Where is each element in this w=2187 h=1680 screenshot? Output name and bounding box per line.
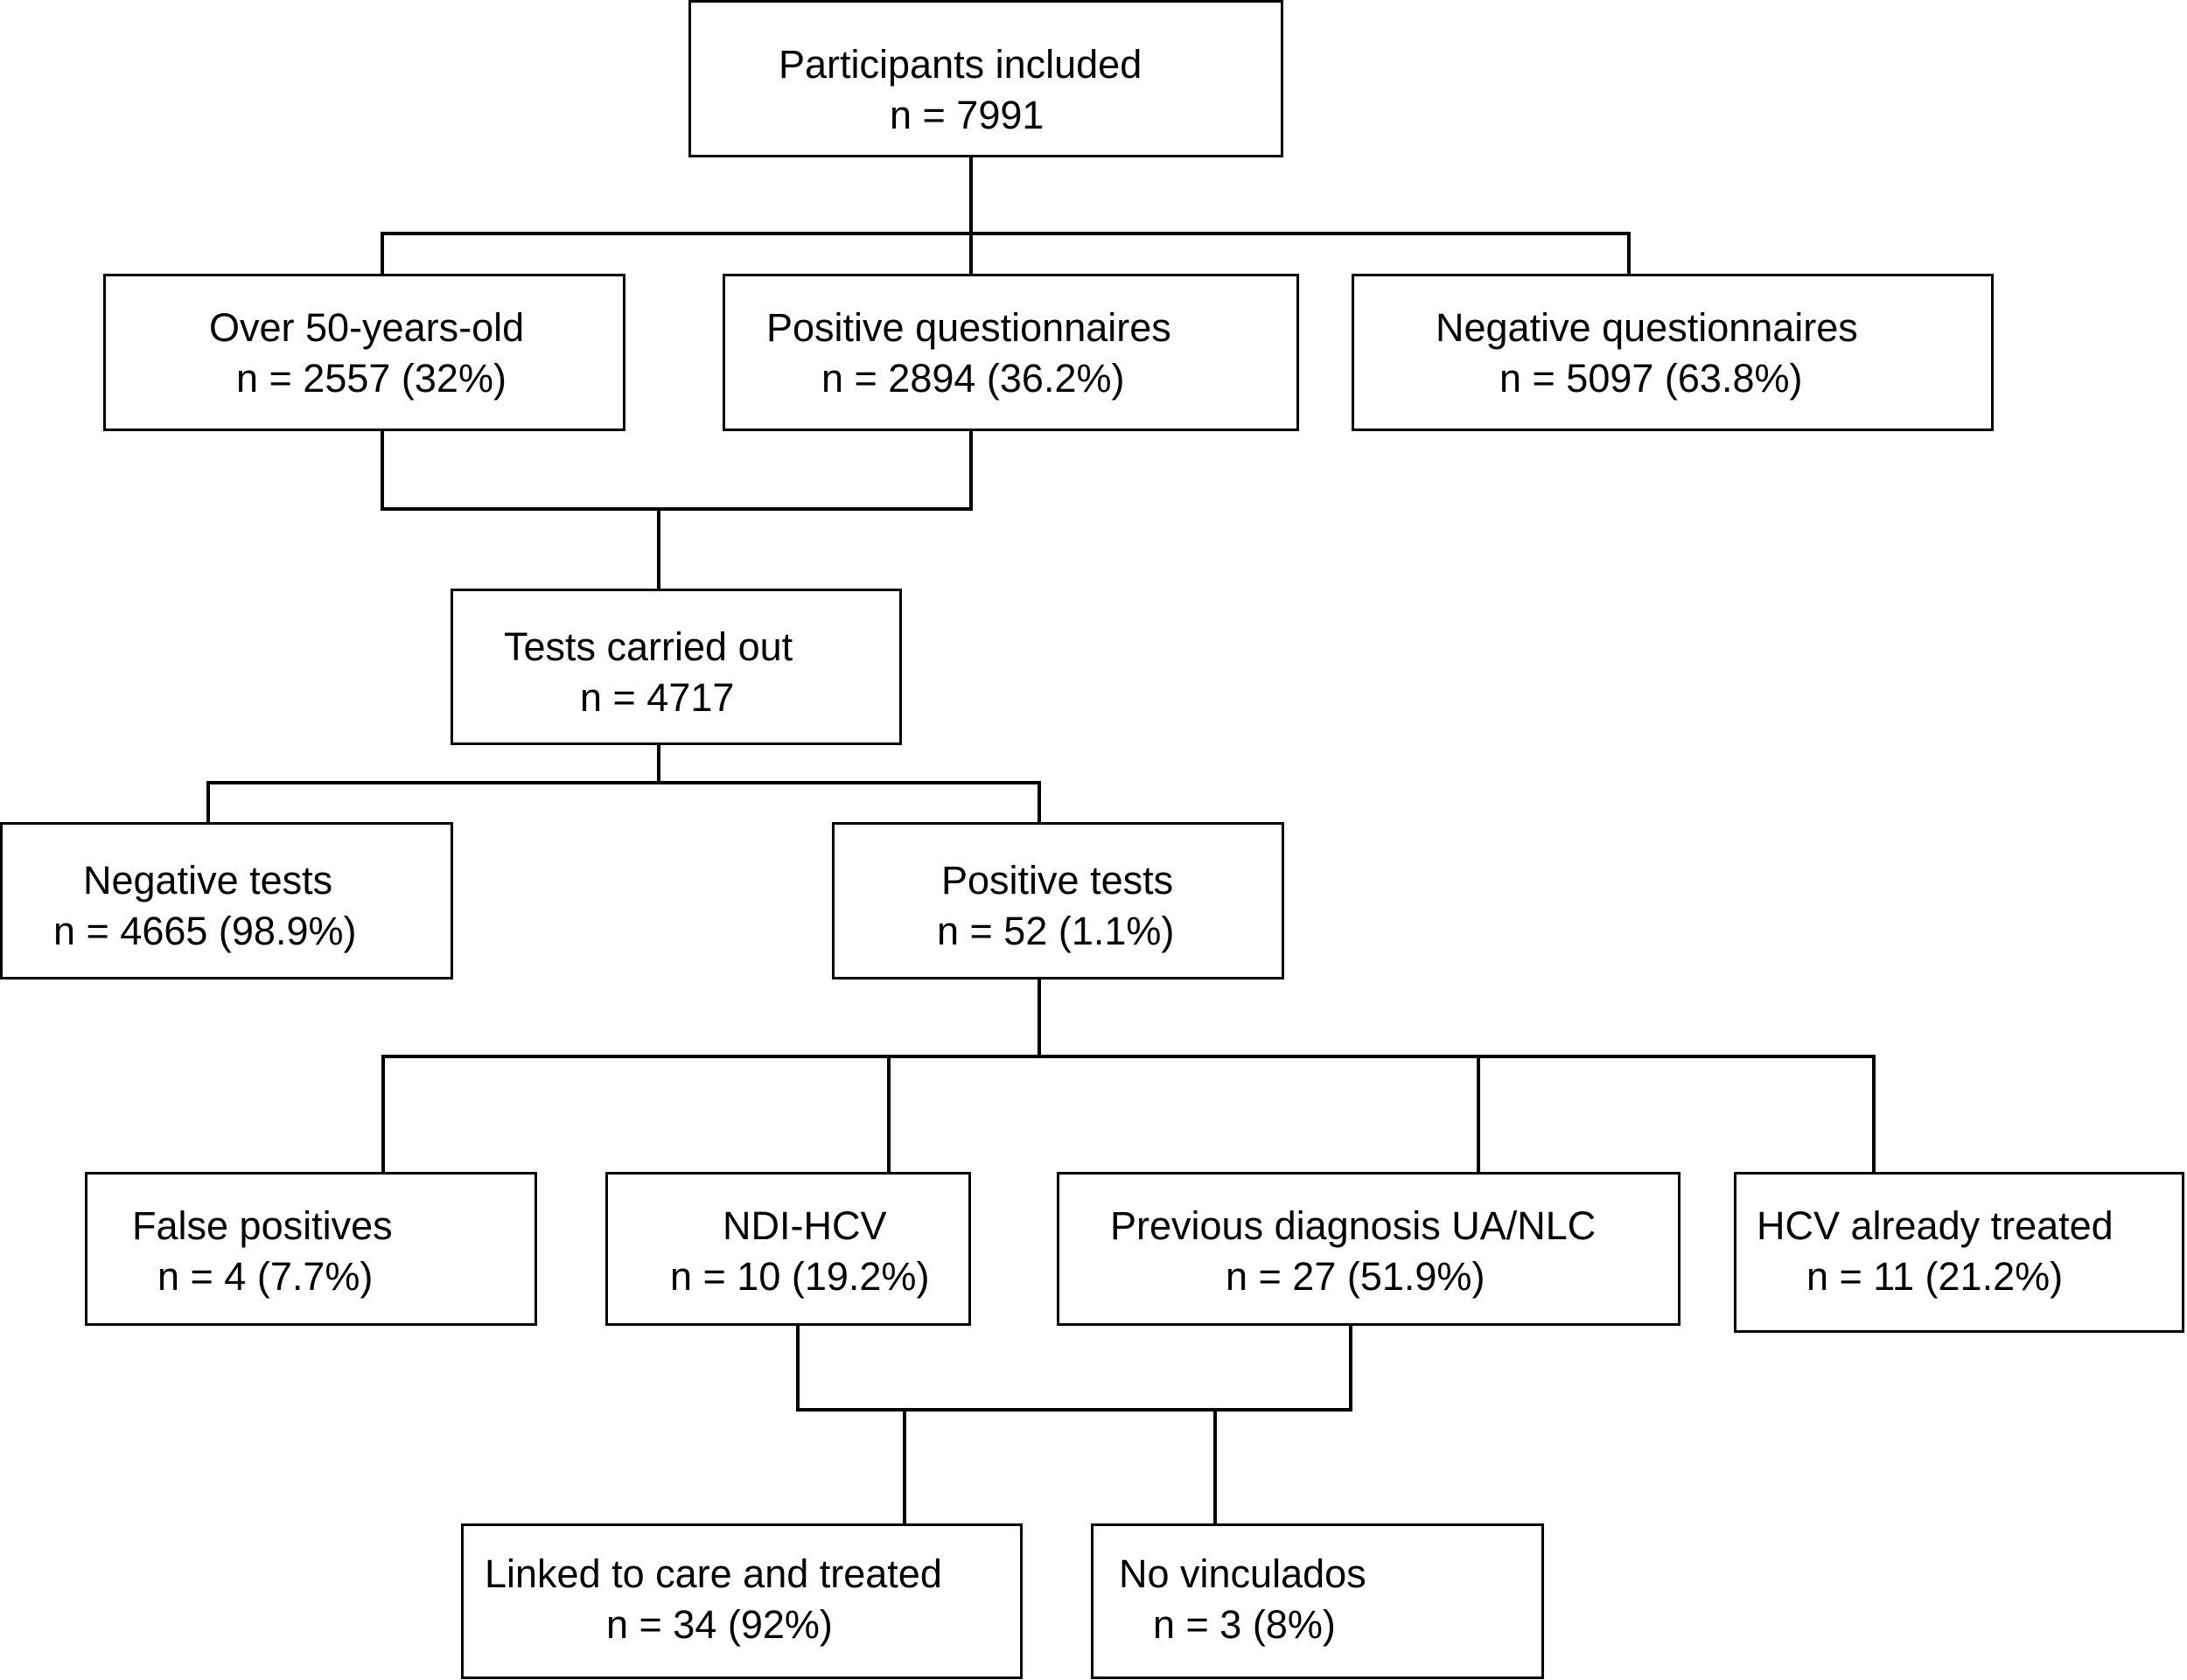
ndi-hcv-count: n = 10 (19.2%) <box>670 1254 930 1299</box>
no-vinculados-box: No vinculados n = 3 (8%) <box>1091 1523 1544 1679</box>
over-50-label: Over 50-years-old <box>209 305 525 350</box>
positive-tests-label: Positive tests <box>941 858 1174 903</box>
linked-to-care-count: n = 34 (92%) <box>606 1602 833 1647</box>
false-positives-label: False positives <box>132 1203 393 1248</box>
hcv-already-treated-label: HCV already treated <box>1757 1203 2114 1248</box>
no-vinculados-count: n = 3 (8%) <box>1153 1602 1336 1647</box>
negative-tests-count: n = 4665 (98.9%) <box>53 909 357 953</box>
no-vinculados-label: No vinculados <box>1119 1551 1366 1596</box>
over-50-count: n = 2557 (32%) <box>236 356 507 401</box>
negative-questionnaires-box: Negative questionnaires n = 5097 (63.8%) <box>1352 274 1994 431</box>
positive-tests-count: n = 52 (1.1%) <box>937 909 1175 953</box>
negative-questionnaires-label: Negative questionnaires <box>1436 305 1858 350</box>
negative-tests-box: Negative tests n = 4665 (98.9%) <box>0 822 453 979</box>
positive-questionnaires-count: n = 2894 (36.2%) <box>821 356 1125 401</box>
positive-tests-box: Positive tests n = 52 (1.1%) <box>832 822 1284 979</box>
previous-diagnosis-count: n = 27 (51.9%) <box>1226 1254 1485 1299</box>
participants-label: Participants included <box>779 42 1142 87</box>
ndi-hcv-label: NDI-HCV <box>723 1203 887 1248</box>
false-positives-box: False positives n = 4 (7.7%) <box>85 1172 537 1326</box>
over-50-box: Over 50-years-old n = 2557 (32%) <box>103 274 625 431</box>
negative-tests-label: Negative tests <box>83 858 333 903</box>
linked-to-care-label: Linked to care and treated <box>485 1551 942 1596</box>
tests-carried-out-box: Tests carried out n = 4717 <box>451 589 902 745</box>
false-positives-count: n = 4 (7.7%) <box>157 1254 374 1299</box>
positive-questionnaires-box: Positive questionnaires n = 2894 (36.2%) <box>723 274 1299 431</box>
linked-to-care-box: Linked to care and treated n = 34 (92%) <box>461 1523 1023 1679</box>
previous-diagnosis-label: Previous diagnosis UA/NLC <box>1110 1203 1597 1248</box>
previous-diagnosis-box: Previous diagnosis UA/NLC n = 27 (51.9%) <box>1057 1172 1680 1326</box>
participants-count: n = 7991 <box>890 93 1045 137</box>
positive-questionnaires-label: Positive questionnaires <box>766 305 1171 350</box>
tests-carried-out-count: n = 4717 <box>580 675 735 720</box>
ndi-hcv-box: NDI-HCV n = 10 (19.2%) <box>605 1172 971 1326</box>
tests-carried-out-label: Tests carried out <box>504 624 793 669</box>
hcv-already-treated-box: HCV already treated n = 11 (21.2%) <box>1734 1172 2184 1333</box>
negative-questionnaires-count: n = 5097 (63.8%) <box>1499 356 1803 401</box>
hcv-already-treated-count: n = 11 (21.2%) <box>1806 1254 2064 1299</box>
participants-box: Participants included n = 7991 <box>688 0 1283 157</box>
